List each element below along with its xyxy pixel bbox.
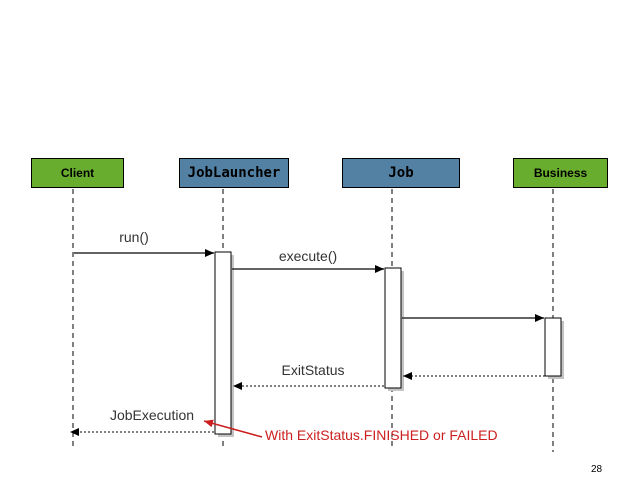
actor-box-business: Business [513,158,608,188]
actor-label-joblauncher: JobLauncher [187,165,281,181]
actor-box-job: Job [342,158,460,188]
message-label-execute: execute() [278,248,338,264]
activation-bar-joblauncher [214,251,234,437]
actor-label-business: Business [533,166,588,180]
activation-bar-business [544,317,564,379]
actor-label-client: Client [60,166,95,180]
actor-box-client: Client [31,158,124,188]
message-label-exitstatus: ExitStatus [281,362,345,378]
actor-box-joblauncher: JobLauncher [179,158,289,188]
annotation-text: With ExitStatus.FINISHED or FAILED [265,427,498,443]
message-label-run: run() [119,229,149,245]
activation-bar-job [384,267,404,391]
annotation-arrow [203,419,263,438]
page-number: 28 [591,464,603,475]
message-label-jobexecution: JobExecution [109,407,195,423]
actor-label-job: Job [388,165,414,181]
